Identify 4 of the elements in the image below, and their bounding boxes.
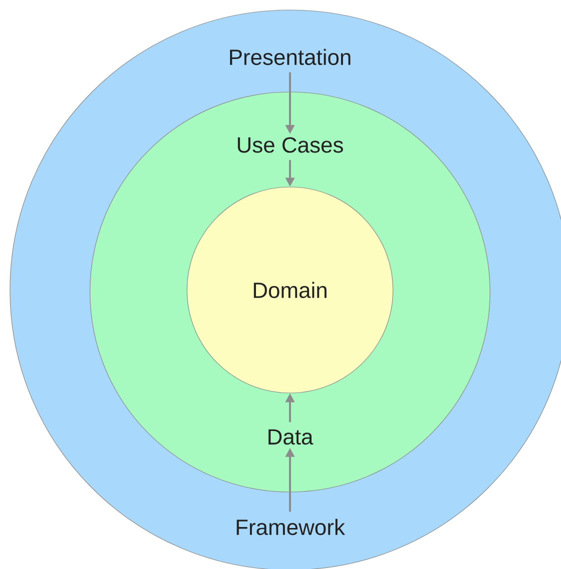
layer-label: Data	[268, 429, 314, 445]
layer-label: Framework	[236, 518, 346, 536]
layer-label: Presentation	[230, 48, 350, 66]
layer-label: Use Cases	[238, 137, 343, 153]
